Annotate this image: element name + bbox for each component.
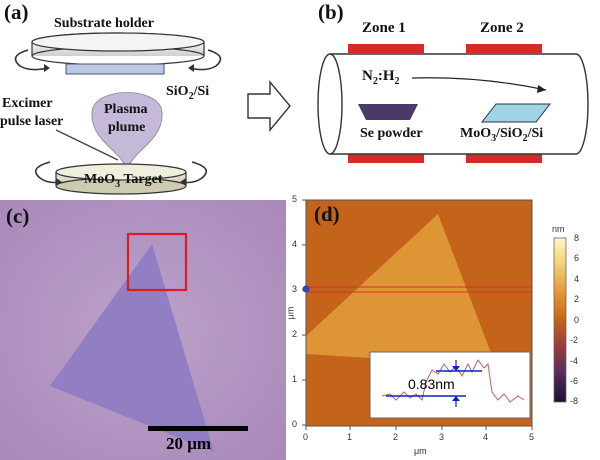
target-label: MoO3 Target xyxy=(84,172,163,190)
optical-image xyxy=(0,200,286,460)
y-tick: 0 xyxy=(292,419,298,429)
x-tick: 5 xyxy=(529,432,535,442)
y-tick: 1 xyxy=(292,374,298,384)
moo3-label: MoO3/SiO2/Si xyxy=(460,126,544,144)
panel-b: (b) Zone 1 Zone 2 N2:H2 Se powder MoO3/S… xyxy=(300,0,600,200)
heater xyxy=(466,44,542,53)
cbar-tick: -6 xyxy=(570,376,579,386)
process-arrow-icon xyxy=(247,80,291,132)
x-tick-labels: 0 1 2 3 4 5 xyxy=(286,432,546,446)
substrate-holder-label: Substrate holder xyxy=(54,16,154,31)
optical-flake xyxy=(50,244,214,452)
cbar-tick: 8 xyxy=(574,233,580,243)
gas-label: N2:H2 xyxy=(362,68,400,87)
panel-a-label: (a) xyxy=(4,0,29,24)
afm-flake xyxy=(306,214,496,366)
excimer-label-1: Excimer xyxy=(2,96,53,111)
zone1-label: Zone 1 xyxy=(362,20,406,36)
laser-beam xyxy=(55,129,119,161)
cbar-tick: -2 xyxy=(570,335,579,345)
x-tick: 4 xyxy=(483,432,489,442)
cbar-tick: 0 xyxy=(574,315,580,325)
plasma-label-1: Plasma xyxy=(104,102,148,117)
inset-step-value: 0.83nm xyxy=(408,376,455,392)
heater xyxy=(348,44,424,53)
y-tick: 2 xyxy=(292,329,298,339)
panel-c: (c) 20 μm xyxy=(0,200,286,460)
y-tick: 3 xyxy=(292,284,298,294)
moo3-substrate xyxy=(480,103,552,123)
rotation-arrow-icon xyxy=(14,49,222,71)
x-tick: 3 xyxy=(439,432,445,442)
y-tick: 5 xyxy=(292,194,298,204)
plasma-label-2: plume xyxy=(108,120,146,135)
heater xyxy=(348,154,424,163)
cbar-tick: 6 xyxy=(574,253,580,263)
plasma-plume xyxy=(91,92,163,169)
substrate xyxy=(65,63,165,75)
scale-bar xyxy=(148,426,248,431)
cbar-tick: 4 xyxy=(574,274,580,284)
panel-c-label: (c) xyxy=(6,204,30,228)
colorbar-unit: nm xyxy=(552,224,565,234)
cbar-tick: 2 xyxy=(574,294,580,304)
panel-b-label: (b) xyxy=(318,0,344,24)
sio2-si-label: SiO2/Si xyxy=(166,84,210,102)
ald-schematic xyxy=(14,32,222,195)
se-boat xyxy=(358,104,418,120)
y-tick: 4 xyxy=(292,239,298,249)
excimer-label-2: pulse laser xyxy=(0,114,64,129)
afm-image xyxy=(302,199,567,430)
x-tick: 2 xyxy=(393,432,399,442)
colorbar xyxy=(553,237,567,403)
x-tick: 0 xyxy=(303,432,309,442)
panel-a: (a) xyxy=(0,0,270,200)
rotation-arrow-icon xyxy=(34,161,208,184)
highlight-box xyxy=(126,232,188,292)
substrate-holder xyxy=(31,32,205,66)
panel-d: (d) 5 4 3 2 1 0 μm 0 1 2 3 4 5 μm nm 8 6… xyxy=(285,194,600,460)
y-axis-unit: μm xyxy=(285,306,296,320)
height-profile-inset xyxy=(369,351,531,419)
zone2-label: Zone 2 xyxy=(480,20,524,36)
x-tick: 1 xyxy=(347,432,353,442)
heater xyxy=(466,154,542,163)
cbar-tick: -8 xyxy=(570,396,579,406)
se-powder-label: Se powder xyxy=(360,126,423,141)
scale-bar-label: 20 μm xyxy=(166,434,212,453)
cbar-tick: -4 xyxy=(570,356,579,366)
panel-d-label: (d) xyxy=(314,202,340,226)
moo3-target xyxy=(55,163,187,195)
cvd-furnace xyxy=(317,44,589,163)
x-axis-unit: μm xyxy=(414,446,427,456)
